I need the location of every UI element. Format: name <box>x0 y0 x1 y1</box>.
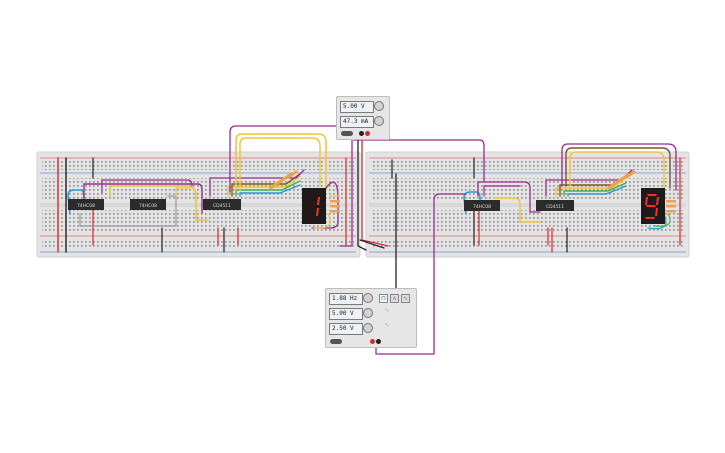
frequency-knob[interactable] <box>363 293 373 303</box>
power-toggle[interactable] <box>341 131 353 136</box>
chip-label: 74HC08 <box>473 204 491 210</box>
output-terminal-negative[interactable] <box>376 339 381 344</box>
sine-wave-button[interactable]: ∿ <box>401 294 410 303</box>
function-generator[interactable]: 1.88 Hz ⊓ ∧ ∿ 5.00 V ∿ 2.50 V ∿ <box>325 288 417 348</box>
breadboard-right[interactable] <box>365 151 690 258</box>
power-supply[interactable]: 5.00 V 47.3 mA <box>336 96 390 140</box>
offset-readout[interactable]: 2.50 V <box>329 323 363 335</box>
seven-segment-display-right[interactable]: 9 <box>0 0 665 224</box>
resistors-left[interactable] <box>269 170 340 213</box>
terminal-positive[interactable] <box>365 131 370 136</box>
square-wave-button[interactable]: ⊓ <box>379 294 388 303</box>
offset-knob[interactable] <box>363 323 373 333</box>
offset-wave-icon: ∿ <box>384 321 390 329</box>
wires-left[interactable] <box>57 125 353 253</box>
amplitude-knob[interactable] <box>363 308 373 318</box>
generator-power-toggle[interactable] <box>330 339 342 344</box>
frequency-readout[interactable]: 1.88 Hz <box>329 293 363 305</box>
wires-right[interactable] <box>463 143 681 253</box>
terminal-negative[interactable] <box>359 131 364 136</box>
output-terminal-positive[interactable] <box>370 339 375 344</box>
chip-74hc08-right[interactable]: 74HC08 <box>464 200 500 211</box>
chip-label: CD4511 <box>213 203 231 209</box>
voltage-readout[interactable]: 5.00 V <box>340 101 374 113</box>
display-digit: 9 <box>0 0 1 1</box>
chip-label: 74HC08 <box>139 203 157 209</box>
seven-segment-display-left[interactable]: 1 <box>0 0 326 224</box>
chip-label: 74HC08 <box>77 203 95 209</box>
resistors-right[interactable] <box>607 170 676 213</box>
display-digit: 1 <box>0 0 1 1</box>
voltage-knob[interactable] <box>374 101 384 111</box>
current-readout[interactable]: 47.3 mA <box>340 116 374 128</box>
chip-label: CD4511 <box>546 204 564 210</box>
chip-74hc08-left-1[interactable]: 74HC08 <box>68 199 104 210</box>
amplitude-wave-icon: ∿ <box>384 306 390 314</box>
triangle-wave-button[interactable]: ∧ <box>390 294 399 303</box>
chip-cd4511-left[interactable]: CD4511 <box>203 199 241 210</box>
chip-cd4511-right[interactable]: CD4511 <box>536 200 574 211</box>
amplitude-readout[interactable]: 5.00 V <box>329 308 363 320</box>
chip-74hc08-left-2[interactable]: 74HC08 <box>130 199 166 210</box>
current-knob[interactable] <box>374 116 384 126</box>
